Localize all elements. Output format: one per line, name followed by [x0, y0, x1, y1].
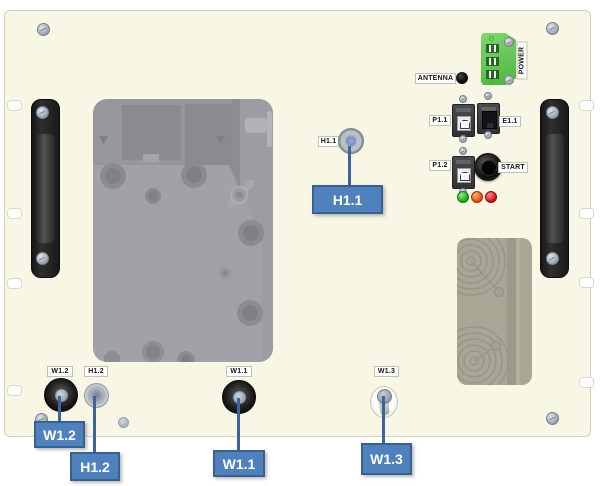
port-screw [459, 135, 467, 143]
callout-w12: W1.2 [34, 421, 85, 448]
port-screw [459, 95, 467, 103]
panel-tag-power: POWER [516, 41, 528, 80]
panel-tag-w12: W1.2 [47, 366, 73, 377]
panel-tag-antenna: ANTENNA [415, 73, 456, 84]
power-terminal [486, 70, 499, 79]
connector-w12-pin [55, 389, 68, 402]
leader-line-w11 [237, 398, 240, 451]
usb-port-p11 [452, 104, 475, 137]
panel-tag-w11: W1.1 [226, 366, 252, 377]
power-hole [489, 79, 494, 84]
ethernet-port-e11 [477, 103, 500, 134]
antenna-connector [456, 72, 468, 84]
edge-slot [579, 377, 594, 388]
edge-slot [579, 277, 594, 288]
power-terminal [486, 57, 499, 66]
left-handle [31, 99, 60, 278]
ethernet-socket [482, 111, 497, 129]
port-screw [484, 92, 492, 100]
edge-slot [7, 278, 22, 289]
usb-port-p12 [452, 156, 475, 189]
port-screw [459, 147, 467, 155]
panel-tag-h11: H1.1 [318, 136, 339, 147]
panel-tag-start: START [498, 162, 528, 173]
internal-mechanism-view [93, 99, 273, 362]
port-screw [484, 131, 492, 139]
handle-screw [546, 106, 559, 119]
edge-slot [7, 100, 22, 111]
edge-slot [579, 208, 594, 219]
edge-slot [7, 208, 22, 219]
handle-screw [36, 252, 49, 265]
handle-screw [36, 106, 49, 119]
status-led-green [457, 191, 469, 203]
status-led-red [485, 191, 497, 203]
coil-plate [457, 238, 532, 385]
panel-tag-p11: P1.1 [429, 115, 451, 126]
right-handle [540, 99, 569, 278]
panel-tag-h12: H1.2 [84, 366, 108, 377]
panel-screw-top-left [37, 23, 50, 36]
panel-screw-bottom-right [546, 412, 559, 425]
internal-mechanism-graphic [93, 99, 273, 362]
handle-screw [546, 252, 559, 265]
callout-w13: W1.3 [361, 443, 412, 475]
power-screw [504, 75, 514, 85]
edge-slot [579, 100, 594, 111]
power-terminal [486, 44, 499, 53]
right-handle-grip [545, 134, 564, 243]
leader-line-w12 [58, 396, 61, 422]
leader-line-w13 [382, 396, 385, 444]
power-screw [504, 37, 514, 47]
panel-tag-p12: P1.2 [429, 160, 451, 171]
edge-slot [7, 385, 22, 396]
callout-w11: W1.1 [213, 450, 265, 477]
usb-socket [457, 168, 471, 183]
leader-line-h11 [348, 146, 351, 186]
connector-w12 [44, 378, 78, 412]
panel-tag-e11: E1.1 [499, 116, 521, 127]
connector-h12 [84, 383, 109, 408]
callout-h12: H1.2 [70, 452, 120, 481]
panel-tag-w13: W1.3 [374, 366, 399, 377]
start-button [474, 153, 502, 181]
leader-line-h12 [93, 396, 96, 453]
power-hole [489, 36, 494, 41]
status-led-orange [471, 191, 483, 203]
connector-h11-pin [347, 137, 355, 145]
coil-plate-graphic [457, 238, 532, 385]
left-handle-grip [36, 134, 55, 243]
panel-screw-top-right [546, 22, 559, 35]
panel-screw-bottom-center [118, 417, 129, 428]
callout-h11: H1.1 [312, 185, 383, 214]
usb-socket [457, 116, 471, 131]
